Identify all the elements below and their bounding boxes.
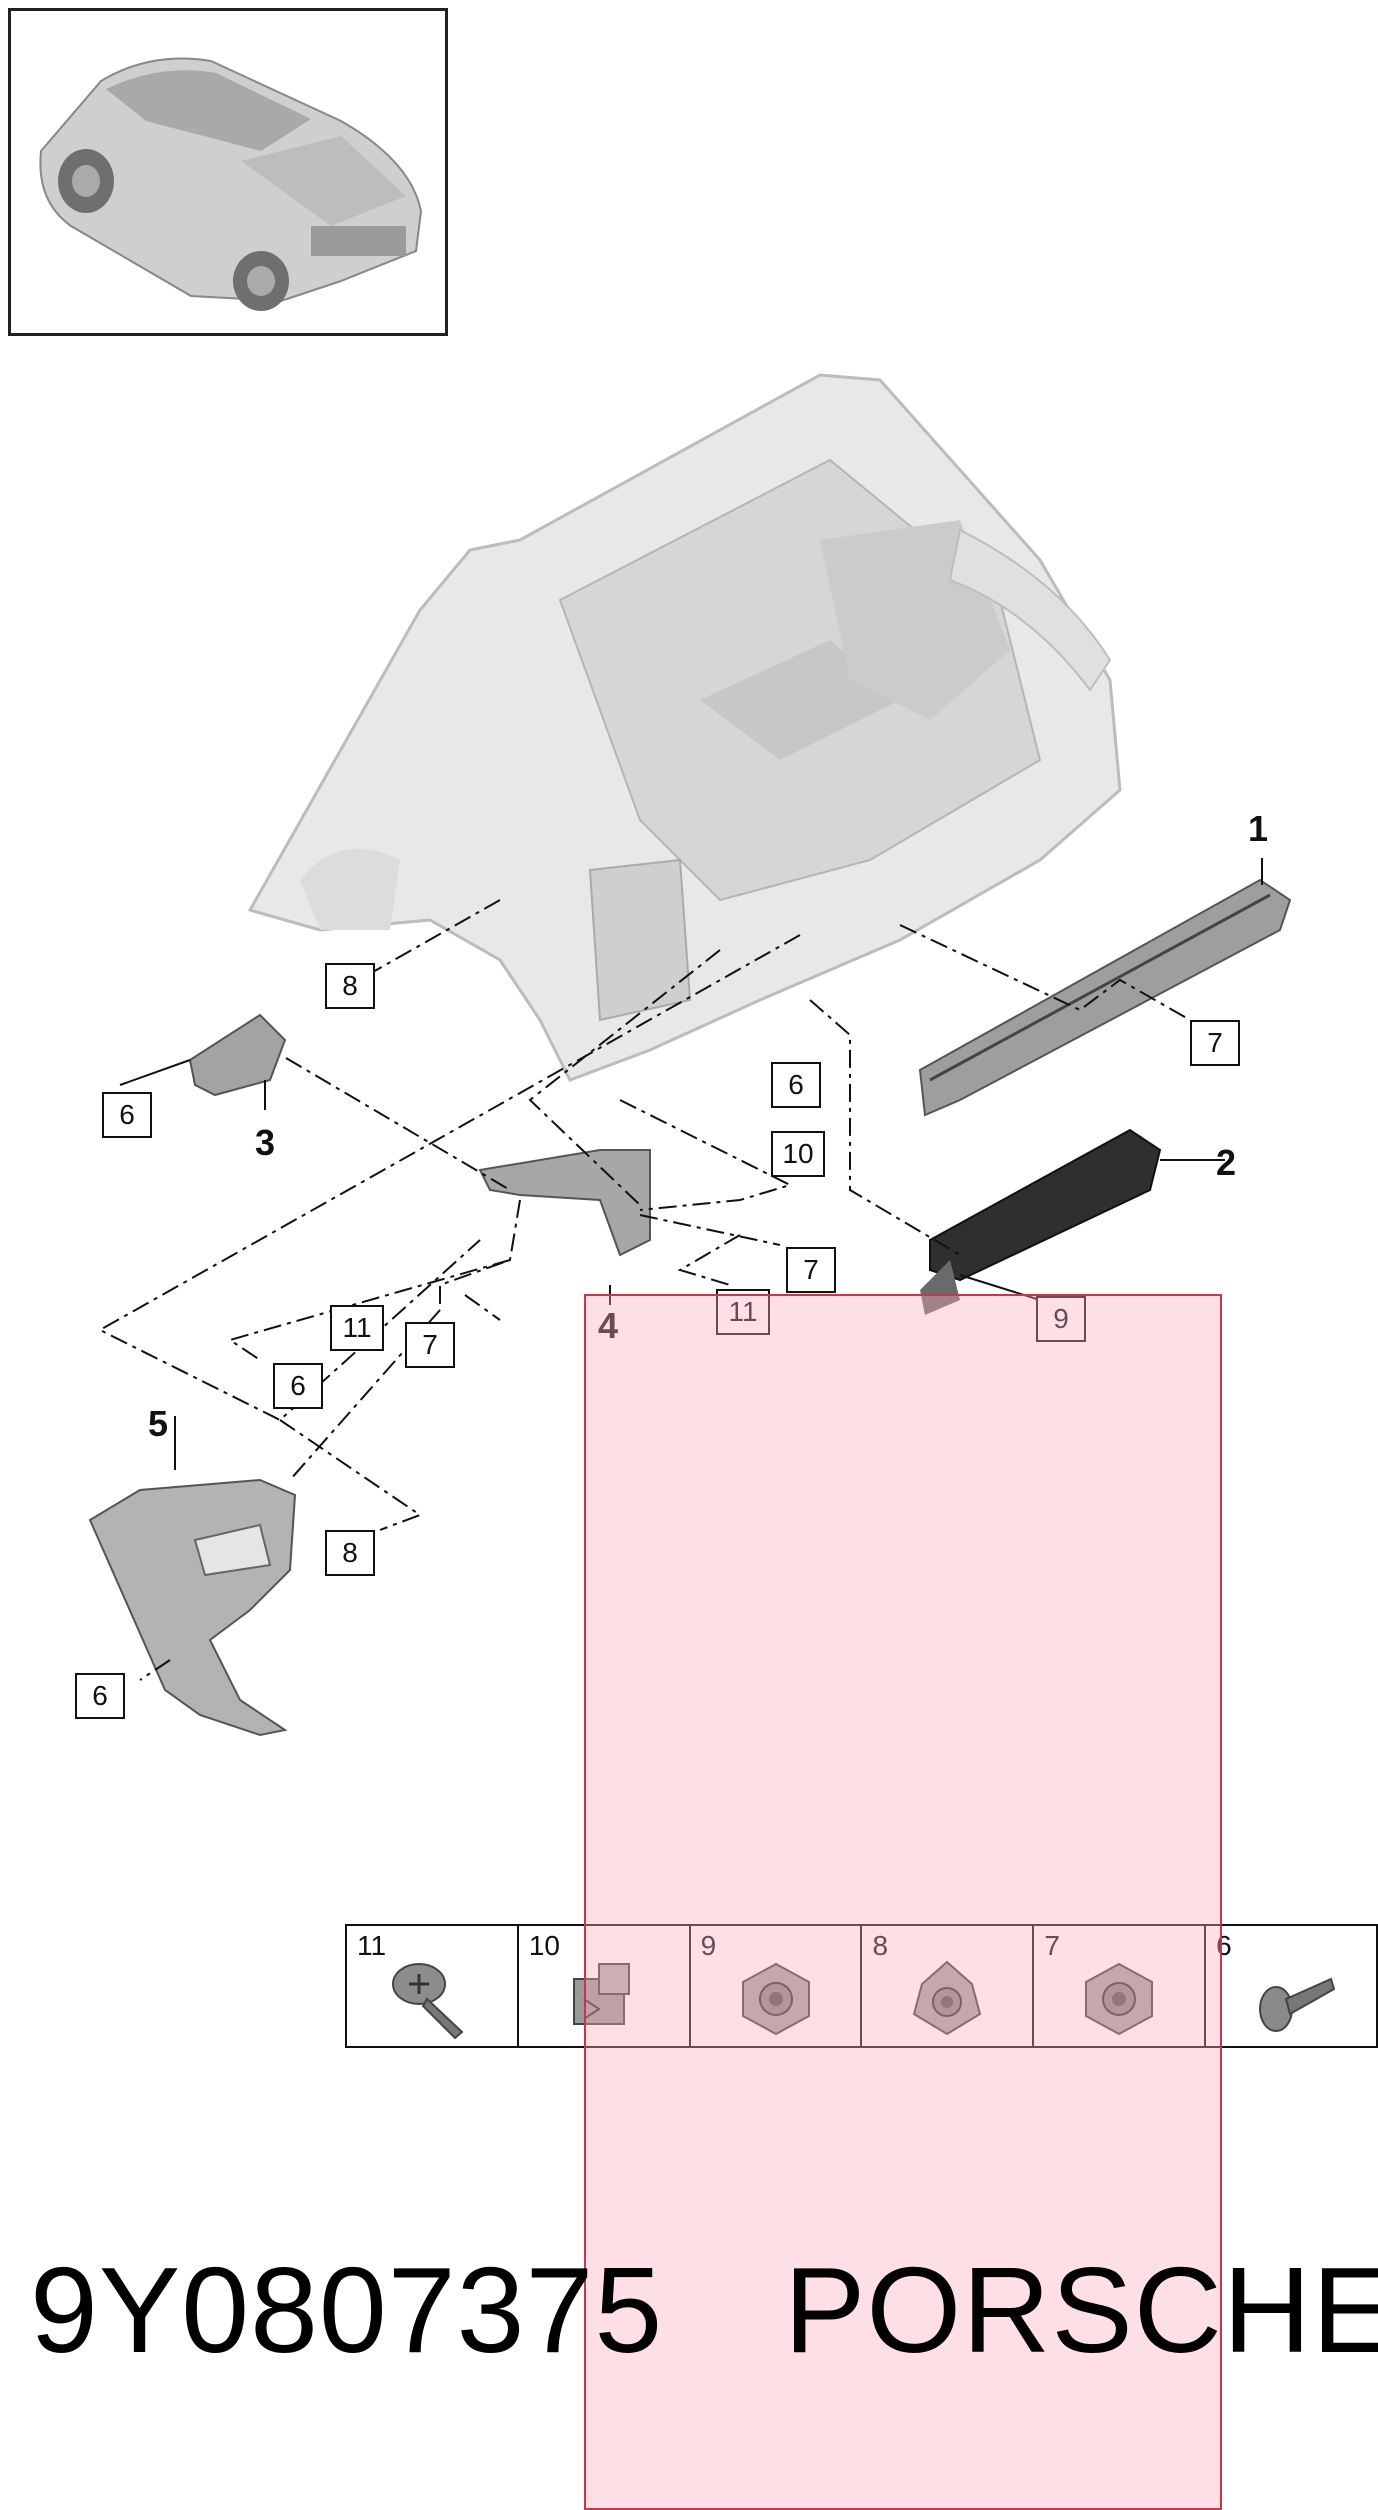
fastener-cell: 7 [1034, 1926, 1207, 2046]
selection-highlight [584, 1294, 1222, 2510]
clip-nut-icon [572, 1963, 630, 2025]
callout-6: 6 [771, 1062, 821, 1108]
fastener-number: 9 [700, 1930, 717, 1961]
cone-nut-icon [913, 1960, 982, 2036]
part-label-5: 5 [148, 1403, 169, 1444]
callout-9: 9 [1036, 1296, 1086, 1342]
fastener-number: 8 [872, 1930, 889, 1961]
part-label-3: 3 [255, 1122, 276, 1163]
car-thumbnail-icon [39, 57, 423, 311]
fastener-cell: 9 [691, 1926, 863, 2046]
fastener-cell: 10 [519, 1926, 691, 2046]
callout-6: 6 [273, 1363, 323, 1409]
brand-text: PORSCHE [784, 2242, 1378, 2378]
callout-11: 11 [330, 1305, 384, 1351]
callout-6: 6 [75, 1673, 125, 1719]
callout-6: 6 [102, 1092, 152, 1138]
callout-8: 8 [325, 963, 375, 1009]
fastener-number: 7 [1044, 1930, 1060, 1961]
callout-7: 7 [786, 1247, 836, 1293]
callout-7: 7 [405, 1322, 455, 1368]
callout-11: 11 [716, 1289, 770, 1335]
screw-icon [392, 1963, 464, 2040]
fastener-cell: 8 [862, 1926, 1035, 2046]
fastener-table: 11 10 9 8 [345, 1924, 1378, 2048]
part-code-text: 9Y0807375 [30, 2242, 664, 2378]
car-thumbnail [8, 8, 448, 336]
fastener-number: 10 [528, 1930, 560, 1961]
callout-10: 10 [771, 1131, 825, 1177]
flange-nut-icon [741, 1962, 810, 2036]
fastener-cell: 6 [1206, 1926, 1376, 2046]
callout-7: 7 [1190, 1020, 1240, 1066]
callout-8: 8 [325, 1530, 375, 1576]
fastener-number: 11 [357, 1930, 387, 1961]
flange-nut-icon [1085, 1962, 1154, 2036]
part-label-2: 2 [1216, 1142, 1237, 1183]
bolt-icon [1259, 1977, 1336, 2032]
fastener-cell: 11 [347, 1926, 519, 2046]
part-label-4: 4 [598, 1305, 619, 1346]
part-label-1: 1 [1248, 808, 1269, 849]
